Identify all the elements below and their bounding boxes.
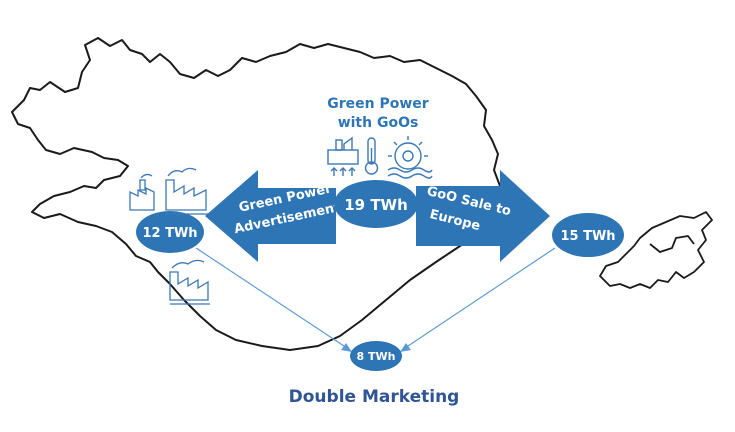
connector-arrowhead-right <box>400 343 411 352</box>
europe-map-outline <box>599 211 713 289</box>
geothermal-plant-icon <box>327 136 359 176</box>
overlap-value: 8 TWh <box>357 350 396 363</box>
domestic-value: 12 TWh <box>142 226 197 241</box>
export-value: 15 TWh <box>560 229 615 244</box>
connector-domestic-to-overlap <box>195 247 351 351</box>
domestic-ellipse <box>136 211 204 253</box>
source-value: 19 TWh <box>344 196 408 214</box>
source-title-line2: with GoOs <box>338 115 419 131</box>
water-wheel-icon <box>387 136 433 179</box>
factory-icon <box>165 167 208 215</box>
double-marketing-caption: Double Marketing <box>289 387 460 407</box>
source-title-line1: Green Power <box>327 96 429 112</box>
thermometer-icon <box>364 137 379 175</box>
connector-arrowhead-left <box>341 343 352 352</box>
overlap-ellipse <box>350 341 402 371</box>
source-ellipse <box>334 180 418 228</box>
connector-export-to-overlap <box>401 247 556 351</box>
arrow-green-power-advertisement <box>205 170 336 262</box>
factory-icon <box>169 259 210 305</box>
arrow-goo-sale-to-europe <box>416 170 550 262</box>
factory-icon <box>129 173 155 211</box>
export-ellipse <box>552 213 624 257</box>
iceland-map-outline <box>11 37 529 351</box>
